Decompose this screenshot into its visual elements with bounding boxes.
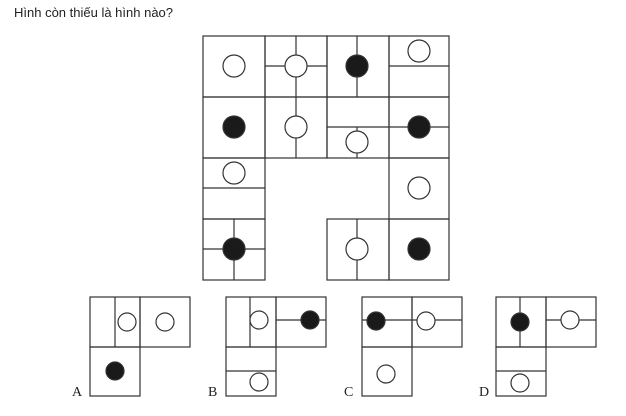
grid-cell-r4c4 [388, 218, 450, 281]
empty-circle-icon [510, 373, 530, 393]
grid-cell-r3c4 [388, 157, 450, 220]
grid-cell-r1c1 [202, 35, 266, 98]
option-c[interactable]: C [344, 296, 463, 400]
option-d-label: D [479, 385, 489, 400]
filled-circle-icon [300, 310, 320, 330]
filled-circle-icon [105, 361, 125, 381]
filled-circle-icon [510, 312, 530, 332]
grid-cell-r1c3 [326, 35, 390, 98]
empty-circle-icon [284, 115, 308, 139]
empty-circle-icon [345, 130, 369, 154]
empty-circle-icon [284, 54, 308, 78]
grid-cell-r3c1 [202, 157, 266, 220]
main-grid [202, 35, 450, 281]
option-a-label: A [72, 385, 83, 400]
empty-circle-icon [117, 312, 137, 332]
empty-circle-icon [376, 364, 396, 384]
empty-circle-icon [407, 39, 431, 63]
empty-circle-icon [155, 312, 175, 332]
option-b[interactable]: B [208, 296, 327, 400]
grid-cell-r4c1 [202, 218, 266, 281]
empty-circle-icon [345, 237, 369, 261]
option-b-label: B [208, 385, 217, 400]
empty-circle-icon [560, 310, 580, 330]
grid-cell-r2c1 [202, 96, 266, 159]
empty-circle-icon [416, 311, 436, 331]
grid-cell-r2c4 [388, 96, 450, 159]
empty-circle-icon [249, 372, 269, 392]
option-d[interactable]: D [479, 296, 597, 400]
question-text: Hình còn thiếu là hình nào? [14, 5, 174, 20]
empty-circle-icon [249, 310, 269, 330]
grid-cell-r1c4 [388, 35, 450, 98]
option-c-label: C [344, 385, 353, 400]
empty-circle-icon [222, 161, 246, 185]
filled-circle-icon [407, 237, 431, 261]
filled-circle-icon [407, 115, 431, 139]
grid-cell-r1c2 [264, 35, 328, 98]
filled-circle-icon [222, 237, 246, 261]
filled-circle-icon [366, 311, 386, 331]
grid-cell-r2c3 [326, 96, 390, 159]
grid-cell-r4c3 [326, 218, 390, 281]
option-a[interactable]: A [72, 296, 191, 400]
filled-circle-icon [345, 54, 369, 78]
empty-circle-icon [407, 176, 431, 200]
filled-circle-icon [222, 115, 246, 139]
grid-cell-r2c2 [264, 96, 328, 159]
empty-circle-icon [222, 54, 246, 78]
